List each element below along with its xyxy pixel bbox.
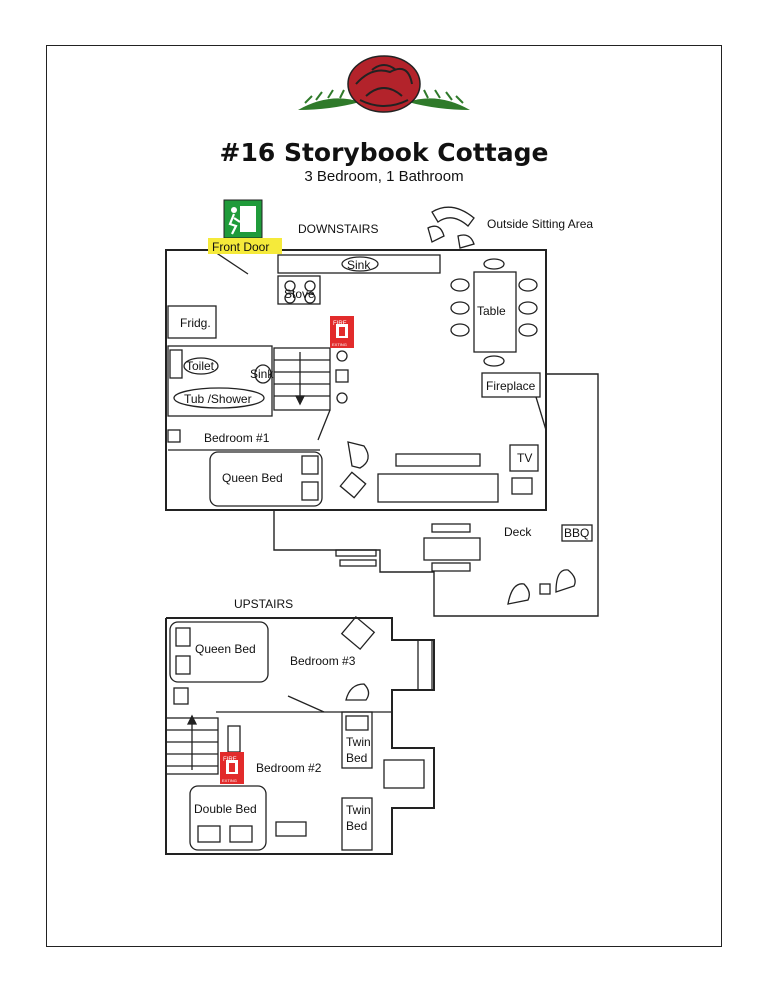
toilet-label: Toilet: [186, 359, 215, 373]
twin-bed-1-line1: Twin: [346, 735, 371, 749]
tub-shower-label: Tub /Shower: [184, 392, 252, 406]
front-door-label: Front Door: [212, 240, 269, 254]
fire-extinguisher-subtext-2: EXTING: [222, 778, 237, 783]
fire-extinguisher-icon: [330, 316, 354, 348]
rose-logo-icon: [298, 55, 470, 113]
fire-extinguisher-text-1: FIRE: [333, 321, 347, 327]
twin-bed-1-line2: Bed: [346, 751, 367, 765]
twin-bed-2-line2: Bed: [346, 819, 367, 833]
double-bed-label: Double Bed: [194, 802, 257, 816]
page-subtitle: 3 Bedroom, 1 Bathroom: [304, 168, 464, 185]
bbq-label: BBQ: [564, 526, 589, 540]
downstairs-label: DOWNSTAIRS: [298, 222, 378, 236]
upstairs-outline: [165, 617, 435, 855]
page-frame: [46, 45, 722, 947]
table-label: Table: [477, 304, 506, 318]
tv-label: TV: [517, 451, 532, 465]
queen-bed-downstairs-label: Queen Bed: [222, 471, 283, 485]
kitchen-sink-label: Sink: [347, 258, 371, 272]
downstairs-outline: [165, 249, 547, 511]
bath-sink-label: Sink: [250, 367, 274, 381]
bedroom-1-label: Bedroom #1: [204, 431, 270, 445]
exit-sign-icon: [223, 199, 263, 239]
upstairs-label: UPSTAIRS: [234, 597, 293, 611]
bedroom-2-label: Bedroom #2: [256, 761, 322, 775]
fire-extinguisher-text-2: FIRE: [223, 757, 237, 763]
queen-bed-upstairs-label: Queen Bed: [195, 642, 256, 656]
bedroom-3-label: Bedroom #3: [290, 654, 356, 668]
outside-sitting-area-label: Outside Sitting Area: [487, 217, 593, 231]
front-door-highlight: [208, 238, 282, 254]
fireplace-label: Fireplace: [486, 379, 536, 393]
fire-extinguisher-icon: [220, 752, 244, 784]
fire-extinguisher-subtext-1: EXTING: [332, 342, 347, 347]
deck-label: Deck: [504, 525, 532, 539]
fridge-label: Fridg.: [180, 316, 211, 330]
stove-label: Stove: [284, 287, 315, 301]
page-title: #16 Storybook Cottage: [219, 138, 549, 167]
twin-bed-2-line1: Twin: [346, 803, 371, 817]
